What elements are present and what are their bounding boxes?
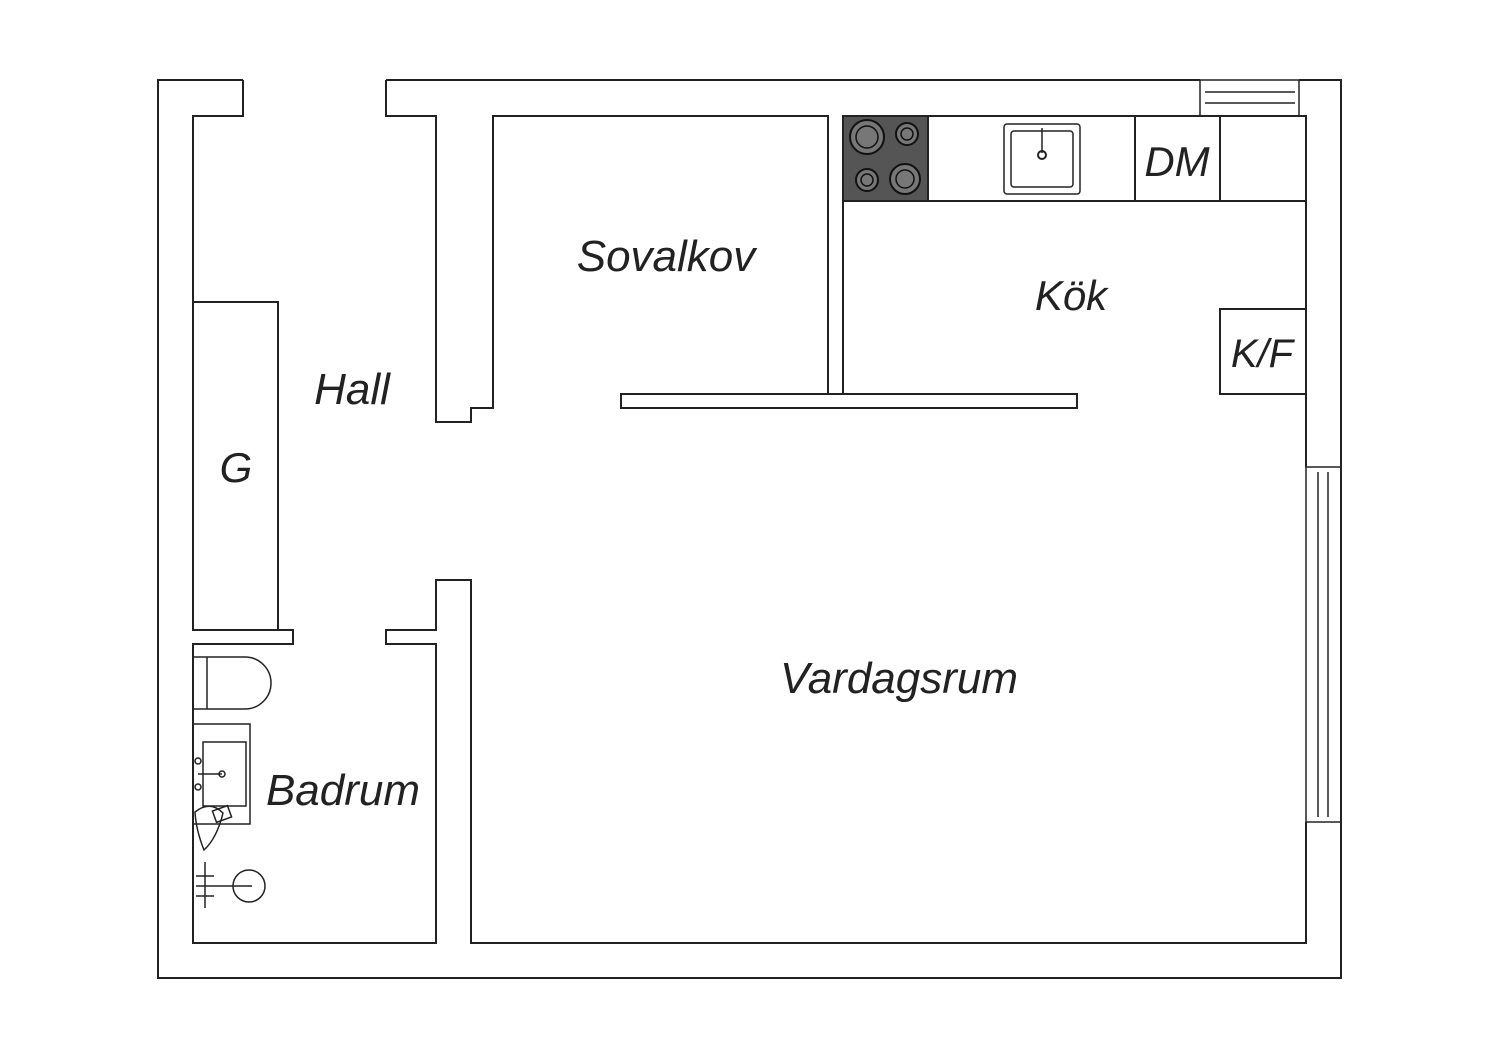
room-label-badrum: Badrum <box>266 766 420 815</box>
shower-icon <box>196 862 266 908</box>
towel-warmer-icon <box>194 804 233 852</box>
toilet-icon <box>193 656 272 710</box>
partition-wall <box>620 393 1078 409</box>
room-label-sovalkov: Sovalkov <box>577 232 759 281</box>
room-label-kok: Kök <box>1035 272 1109 319</box>
window-right <box>1305 466 1342 823</box>
fridge-freezer <box>1219 308 1307 395</box>
room-label-hall: Hall <box>314 365 391 414</box>
stove-icon <box>842 115 929 202</box>
dishwasher-label: DM <box>1144 138 1209 185</box>
wardrobe-label: G <box>220 444 253 491</box>
fridge-freezer-label: K/F <box>1231 332 1296 376</box>
wardrobe <box>192 301 279 631</box>
room-label-vardagsrum: Vardagsrum <box>780 654 1018 703</box>
outer-wall <box>157 79 1342 979</box>
window-top <box>1199 79 1300 117</box>
bathroom-sink-icon <box>192 723 251 825</box>
kitchen-sink-icon <box>1003 123 1081 195</box>
